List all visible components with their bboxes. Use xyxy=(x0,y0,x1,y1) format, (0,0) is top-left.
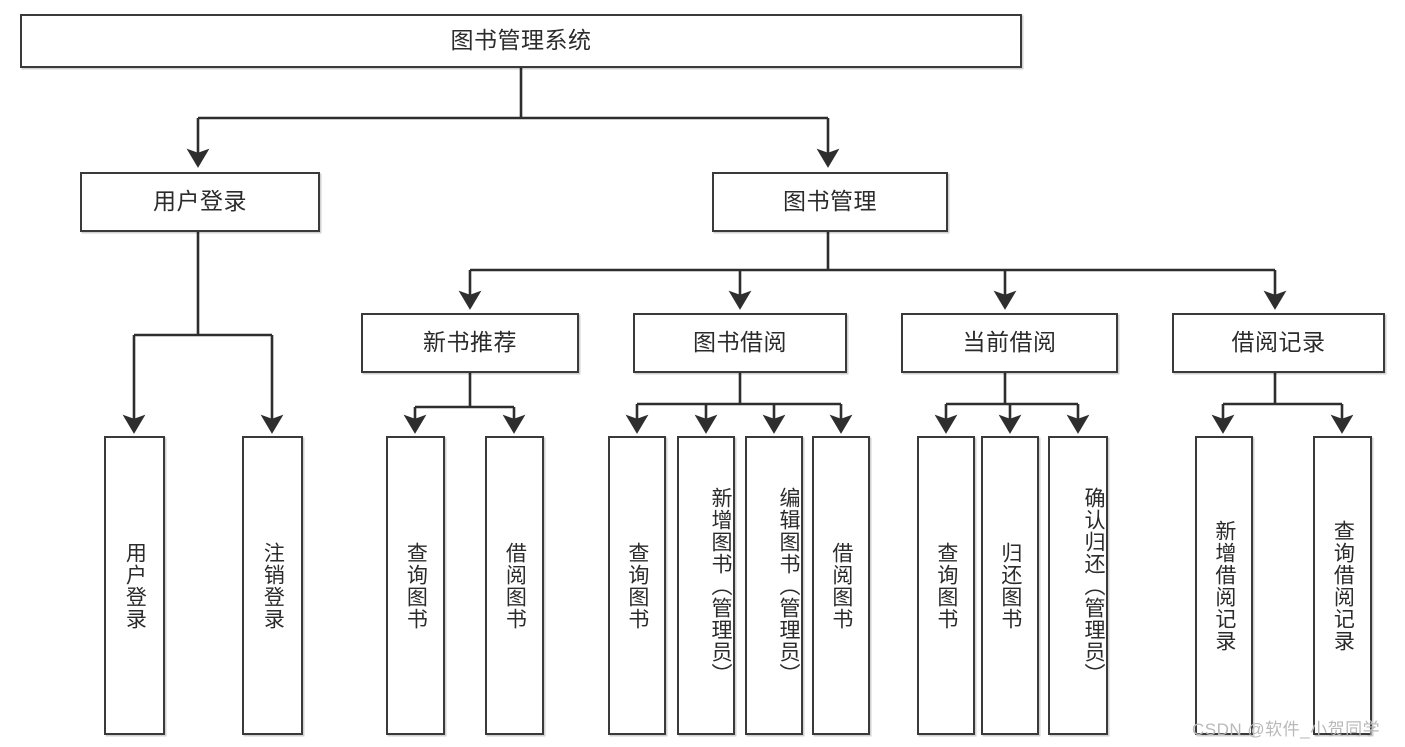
node-label: 借阅图书 xyxy=(503,541,527,630)
node-label: 新书推荐 xyxy=(423,329,517,356)
node-label: 查询借阅记录 xyxy=(1331,519,1355,652)
node-label: 编辑图书（管理员） xyxy=(777,486,800,685)
node-label: 注销登录 xyxy=(261,541,285,630)
node-leaf-logout-login[interactable]: 注销登录 xyxy=(242,436,303,735)
node-label: 借阅记录 xyxy=(1231,329,1326,356)
node-root-book-management-system[interactable]: 图书管理系统 xyxy=(20,14,1022,68)
node-label: 新增借阅记录 xyxy=(1212,519,1236,652)
node-label: 新增图书（管理员） xyxy=(709,486,732,685)
node-new-book-recommend[interactable]: 新书推荐 xyxy=(361,313,579,373)
node-label: 图书管理 xyxy=(783,188,877,215)
node-label: 确认归还（管理员） xyxy=(1082,486,1105,685)
node-leaf-add-book-admin[interactable]: 新增图书（管理员） xyxy=(677,436,735,735)
node-label: 当前借阅 xyxy=(962,329,1057,356)
node-leaf-edit-book-admin[interactable]: 编辑图书（管理员） xyxy=(745,436,803,735)
node-leaf-confirm-return-admin[interactable]: 确认归还（管理员） xyxy=(1048,436,1108,735)
node-book-borrow[interactable]: 图书借阅 xyxy=(633,313,847,373)
node-label: 借阅图书 xyxy=(829,541,853,630)
node-leaf-query-borrow-record[interactable]: 查询借阅记录 xyxy=(1313,436,1372,735)
node-leaf-query-book-current[interactable]: 查询图书 xyxy=(917,436,975,735)
node-current-borrow[interactable]: 当前借阅 xyxy=(901,313,1118,373)
node-label: 查询图书 xyxy=(625,541,649,630)
node-label: 查询图书 xyxy=(404,541,428,630)
node-label: 用户登录 xyxy=(153,188,247,215)
node-leaf-borrow-book-recommend[interactable]: 借阅图书 xyxy=(485,436,544,735)
node-book-management[interactable]: 图书管理 xyxy=(712,172,948,232)
csdn-watermark: CSDN @软件_小贺同学 xyxy=(1192,720,1381,739)
node-user-login[interactable]: 用户登录 xyxy=(80,172,320,232)
node-borrow-record[interactable]: 借阅记录 xyxy=(1172,313,1385,373)
node-leaf-query-book-borrow[interactable]: 查询图书 xyxy=(608,436,666,735)
node-leaf-return-book[interactable]: 归还图书 xyxy=(981,436,1039,735)
node-leaf-user-login[interactable]: 用户登录 xyxy=(104,436,165,735)
node-leaf-query-book-recommend[interactable]: 查询图书 xyxy=(386,436,445,735)
node-label: 查询图书 xyxy=(934,541,958,630)
node-label: 归还图书 xyxy=(998,541,1022,630)
node-leaf-borrow-book-borrow[interactable]: 借阅图书 xyxy=(812,436,870,735)
node-label: 图书借阅 xyxy=(693,329,787,356)
node-label: 用户登录 xyxy=(123,541,147,630)
node-label: 图书管理系统 xyxy=(450,27,592,54)
node-leaf-add-borrow-record[interactable]: 新增借阅记录 xyxy=(1195,436,1253,735)
